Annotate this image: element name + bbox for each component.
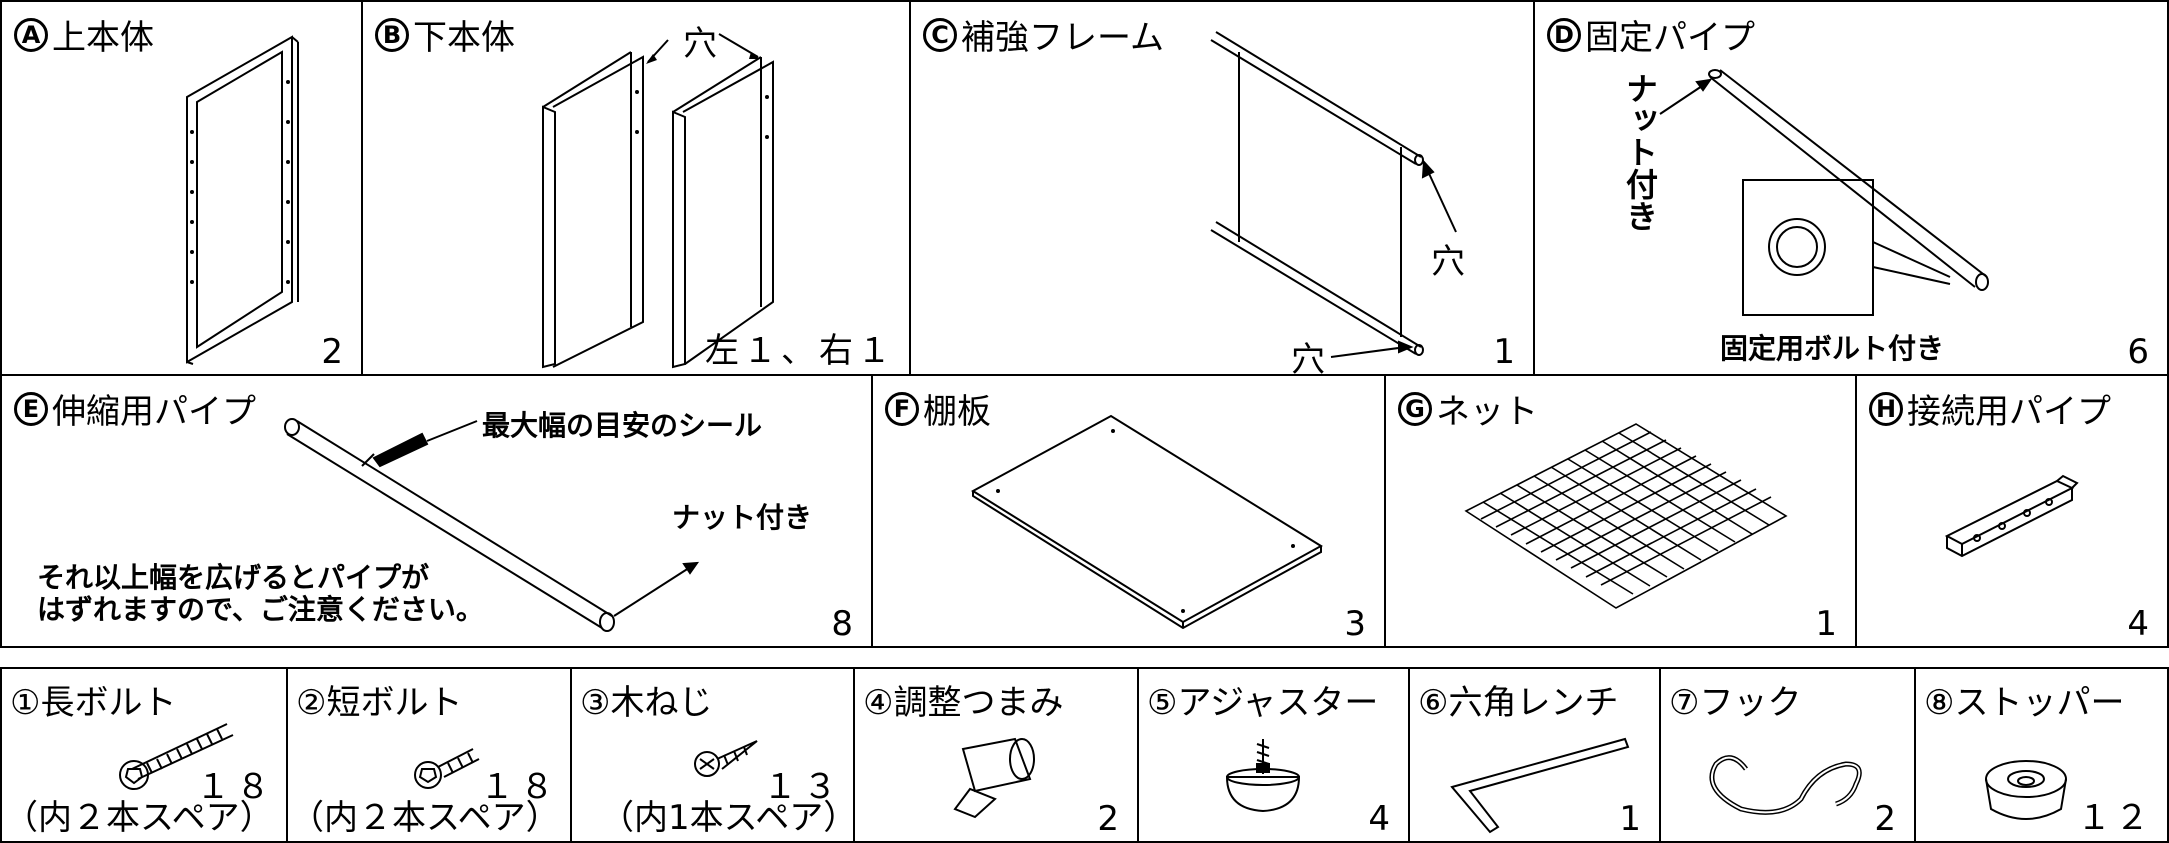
hardware-7-qty: 2 bbox=[1874, 799, 1900, 839]
hardware-cell-8: ⑧ストッパー １２ bbox=[1914, 667, 2169, 843]
lower-frame-illustration bbox=[542, 33, 774, 369]
part-c-badge: C bbox=[923, 17, 957, 52]
hardware-cell-5: ⑤アジャスター 4 bbox=[1137, 667, 1410, 843]
part-f-cell: F 棚板 3 bbox=[871, 374, 1386, 648]
hardware-5-qty: 4 bbox=[1368, 799, 1394, 839]
part-e-badge: E bbox=[14, 391, 48, 426]
part-h-name: 接続用パイプ bbox=[1907, 392, 2111, 432]
hex-wrench-icon bbox=[1450, 737, 1630, 834]
part-b-title: B 下本体 bbox=[375, 10, 515, 59]
short-bolt-icon bbox=[414, 748, 480, 789]
part-c-hole-label-2: 穴 bbox=[1291, 340, 1325, 376]
hardware-1-qty: １８ bbox=[196, 767, 276, 807]
part-f-badge: F bbox=[885, 391, 919, 426]
part-e-nut-label: ナット付き bbox=[672, 501, 813, 534]
part-h-badge: H bbox=[1869, 391, 1903, 426]
part-b-badge: B bbox=[375, 17, 409, 52]
hardware-cell-4: ④調整つまみ 2 bbox=[853, 667, 1139, 843]
part-g-cell: G ネット 1 bbox=[1384, 374, 1857, 648]
part-e-qty: 8 bbox=[831, 604, 857, 644]
part-a-name: 上本体 bbox=[52, 18, 154, 58]
part-e-name: 伸縮用パイプ bbox=[52, 392, 256, 432]
connector-pipe-illustration bbox=[1944, 474, 2079, 558]
part-e-seal-note: 最大幅の目安のシール bbox=[482, 409, 763, 442]
part-d-cell: D 固定パイプ ナット付き 固定用ボルト付き 6 bbox=[1533, 0, 2169, 376]
part-e-warning-line1: それ以上幅を広げるとパイプが bbox=[37, 561, 430, 594]
hardware-cell-2: ②短ボルト １８ （内２本スペア） bbox=[286, 667, 572, 843]
adjustment-knob-icon bbox=[953, 737, 1035, 819]
part-f-qty: 3 bbox=[1344, 604, 1370, 644]
part-g-title: G ネット bbox=[1398, 384, 1538, 433]
part-a-qty: 2 bbox=[321, 332, 347, 372]
part-f-name: 棚板 bbox=[923, 392, 991, 432]
hardware-6-name: ⑥六角レンチ bbox=[1418, 683, 1619, 723]
part-e-cell: E 伸縮用パイプ 最大幅の目安のシール ナット付き それ以上幅を広げるとパイプが… bbox=[0, 374, 873, 648]
part-a-badge: A bbox=[14, 17, 48, 52]
hardware-8-name: ⑧ストッパー bbox=[1924, 683, 2125, 723]
part-d-name: 固定パイプ bbox=[1585, 18, 1755, 58]
hardware-6-qty: 1 bbox=[1619, 799, 1645, 839]
hardware-1-name: ①長ボルト bbox=[10, 683, 177, 723]
part-c-qty: 1 bbox=[1493, 332, 1519, 372]
hardware-cell-3: ③木ねじ １３ （内1本スペア） bbox=[570, 667, 855, 843]
part-b-cell: B 下本体 穴 左１、右１ bbox=[361, 0, 911, 376]
part-h-title: H 接続用パイプ bbox=[1869, 384, 2111, 433]
part-d-bolt-note: 固定用ボルト付き bbox=[1720, 332, 1945, 365]
hardware-1-sub: （内２本スペア） bbox=[4, 798, 274, 838]
part-e-title: E 伸縮用パイプ bbox=[14, 384, 256, 433]
hardware-5-name: ⑤アジャスター bbox=[1147, 683, 1379, 723]
telescopic-pipe-illustration bbox=[284, 418, 700, 632]
part-a-title: A 上本体 bbox=[14, 10, 154, 59]
hook-icon bbox=[1709, 755, 1862, 815]
shelf-board-illustration bbox=[971, 414, 1323, 630]
hardware-3-qty: １３ bbox=[763, 767, 843, 807]
part-g-badge: G bbox=[1398, 391, 1432, 426]
part-b-qty: 左１、右１ bbox=[705, 331, 895, 371]
part-b-name: 下本体 bbox=[413, 18, 515, 58]
part-c-cell: C 補強フレーム 穴 穴 1 bbox=[909, 0, 1535, 376]
fixed-pipe-illustration bbox=[1659, 69, 1989, 316]
part-h-qty: 4 bbox=[2127, 604, 2153, 644]
part-e-warning-line2: はずれますので、ご注意ください。 bbox=[37, 593, 484, 626]
hardware-2-name: ②短ボルト bbox=[296, 683, 463, 723]
hardware-7-name: ⑦フック bbox=[1669, 683, 1802, 723]
hardware-3-name: ③木ねじ bbox=[580, 683, 713, 723]
hardware-8-qty: １２ bbox=[2077, 798, 2153, 838]
long-bolt-icon bbox=[119, 723, 234, 790]
hardware-cell-1: ①長ボルト １８ （内２本スペア） bbox=[0, 667, 288, 843]
part-a-cell: A 上本体 2 bbox=[0, 0, 363, 376]
part-f-title: F 棚板 bbox=[885, 384, 991, 433]
part-g-qty: 1 bbox=[1815, 604, 1841, 644]
part-c-name: 補強フレーム bbox=[961, 18, 1164, 58]
hardware-4-qty: 2 bbox=[1097, 799, 1123, 839]
hardware-3-sub: （内1本スペア） bbox=[600, 798, 855, 838]
part-d-qty: 6 bbox=[2127, 332, 2153, 372]
stopper-icon bbox=[1985, 760, 2067, 820]
part-h-cell: H 接続用パイプ 4 bbox=[1855, 374, 2169, 648]
net-illustration bbox=[1464, 423, 1788, 609]
hardware-cell-6: ⑥六角レンチ 1 bbox=[1408, 667, 1661, 843]
wood-screw-icon bbox=[694, 740, 758, 777]
hardware-2-sub: （内２本スペア） bbox=[290, 798, 560, 838]
part-d-title: D 固定パイプ bbox=[1547, 10, 1755, 59]
part-b-hole-label: 穴 bbox=[683, 24, 717, 64]
part-c-hole-label-1: 穴 bbox=[1431, 242, 1465, 282]
hardware-cell-7: ⑦フック 2 bbox=[1659, 667, 1916, 843]
hardware-4-name: ④調整つまみ bbox=[863, 683, 1064, 723]
part-d-badge: D bbox=[1547, 17, 1581, 52]
part-d-nut-label: ナット付き bbox=[1621, 72, 1659, 232]
part-c-title: C 補強フレーム bbox=[923, 10, 1164, 59]
adjuster-icon bbox=[1225, 739, 1301, 813]
hardware-2-qty: １８ bbox=[480, 767, 560, 807]
reinforcement-frame-illustration bbox=[1210, 31, 1457, 358]
upper-frame-illustration bbox=[186, 35, 299, 365]
part-g-name: ネット bbox=[1436, 392, 1538, 432]
